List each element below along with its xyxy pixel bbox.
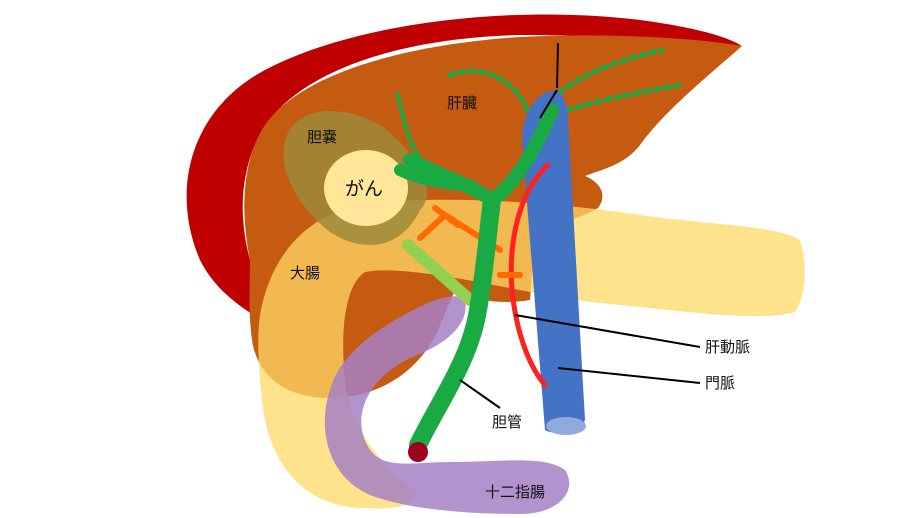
bile-duct-tip (408, 442, 428, 462)
leader-bile-duct (459, 379, 501, 409)
leader-hepatic-artery (514, 314, 701, 348)
label-bile-duct: 胆管 (492, 413, 522, 431)
hepatic-artery-shape (508, 162, 551, 388)
portal-vein-end (546, 417, 586, 435)
cystic-duct (402, 239, 476, 306)
leader-top-mark (539, 89, 558, 119)
label-portal-vein: 門脈 (705, 374, 735, 392)
label-liver: 肝臓 (447, 94, 477, 112)
leader-top (556, 42, 559, 89)
bile-duct-shape (394, 103, 559, 454)
label-gallbladder: 胆嚢 (307, 128, 337, 146)
label-colon: 大腸 (290, 264, 320, 282)
cancer-shape (324, 150, 408, 226)
label-cancer: がん (345, 178, 383, 200)
label-duodenum: 十二指腸 (485, 483, 545, 501)
label-hepatic-artery: 肝動脈 (705, 338, 750, 356)
leader-portal-vein (557, 367, 701, 384)
colon-shape (258, 199, 805, 509)
duodenum-shape (324, 296, 570, 514)
